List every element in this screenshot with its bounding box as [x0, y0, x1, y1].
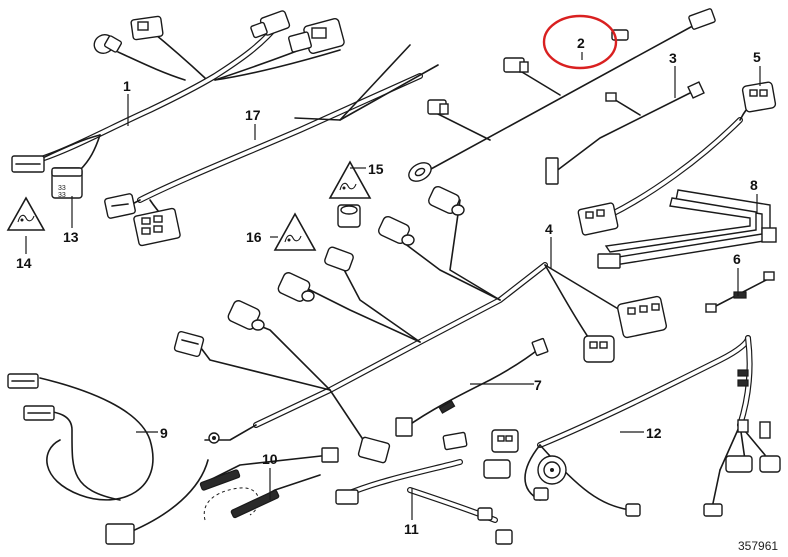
harness-part-5[interactable] [577, 81, 777, 236]
wire-part-7[interactable] [395, 337, 549, 437]
svg-text:33: 33 [58, 185, 66, 192]
connector-part5-bottom [577, 202, 619, 236]
connector-part2-top [688, 8, 716, 30]
connector-part17-b [133, 207, 181, 247]
harness-part-17[interactable] [104, 44, 439, 247]
connector-block-top-right [288, 18, 345, 54]
callout-4[interactable]: 4 [545, 221, 553, 237]
fuse-holder-part-15-16[interactable] [337, 204, 361, 228]
sensor-connector [324, 246, 354, 272]
highlight-circle [542, 14, 618, 70]
connector-part12-a [491, 429, 519, 453]
catalog-number: 357961 [738, 539, 778, 553]
cable-part-10[interactable] [199, 447, 339, 521]
connector-small-top [130, 15, 164, 41]
cable-part-9[interactable] [7, 373, 209, 545]
callout-13[interactable]: 13 [63, 229, 79, 245]
callout-12[interactable]: 12 [646, 425, 662, 441]
connector-part17-a [104, 193, 136, 219]
callout-2[interactable]: 2 [577, 35, 585, 51]
sensor-connector [277, 272, 315, 302]
connector-part4-bottom [357, 436, 391, 464]
connector-round [93, 34, 123, 54]
warning-triangle-icon [6, 196, 46, 231]
callouts: 1 2 3 4 5 6 7 8 9 10 11 12 13 14 15 16 1… [16, 35, 761, 537]
grommet [408, 162, 432, 182]
callout-8[interactable]: 8 [750, 177, 758, 193]
wire-part-6[interactable] [705, 271, 775, 313]
connector-part4-left [173, 330, 205, 358]
ring-terminal [208, 432, 220, 444]
leader-lines [25, 52, 761, 520]
sensor-connector [428, 185, 465, 216]
warning-triangle-icon [328, 160, 372, 199]
connector-part4-right-b [583, 335, 615, 363]
harness-part-12[interactable] [483, 335, 781, 517]
harness-part-3[interactable] [545, 81, 705, 185]
connector-part12-d [625, 503, 641, 517]
harness-part-2[interactable] [406, 8, 716, 185]
harness-part-11[interactable] [335, 431, 513, 545]
svg-text:33: 33 [58, 192, 66, 199]
connector-part12-c [533, 487, 549, 501]
connector-part2-small [427, 99, 449, 115]
callout-6[interactable]: 6 [733, 251, 741, 267]
sensor-connector [227, 300, 265, 331]
callout-14[interactable]: 14 [16, 255, 32, 271]
ribbon-cable-part-8[interactable] [597, 189, 777, 269]
plug-part-9-a [7, 373, 39, 389]
connector-part12-b [483, 459, 511, 479]
callout-1[interactable]: 1 [123, 78, 131, 94]
plug-part-9-c [105, 523, 135, 545]
harness-part-4[interactable] [173, 185, 668, 464]
connector-part2-left [503, 57, 529, 73]
callout-17[interactable]: 17 [245, 107, 261, 123]
callout-7[interactable]: 7 [534, 377, 542, 393]
connector-part4-right-a [616, 295, 668, 339]
connector-left-end [11, 155, 45, 173]
callout-11[interactable]: 11 [404, 521, 419, 537]
plug-part-9-b [23, 405, 55, 421]
connector-part5-top [741, 81, 777, 113]
relay-part-13[interactable]: 33 33 [51, 167, 83, 199]
connector-pair-top [250, 10, 291, 39]
warning-triangle-icon [273, 212, 317, 251]
connector-part12-f [737, 419, 771, 439]
callout-16[interactable]: 16 [246, 229, 262, 245]
callout-15[interactable]: 15 [368, 161, 384, 177]
harness-part-1[interactable] [11, 10, 345, 173]
connector-part12-e [725, 455, 781, 473]
callout-3[interactable]: 3 [669, 50, 677, 66]
callout-9[interactable]: 9 [160, 425, 168, 441]
callout-5[interactable]: 5 [753, 49, 761, 65]
sensor-connector [378, 215, 415, 246]
callout-10[interactable]: 10 [262, 451, 278, 467]
connector-part12-round [537, 455, 567, 485]
connector-part12-g [703, 503, 723, 517]
